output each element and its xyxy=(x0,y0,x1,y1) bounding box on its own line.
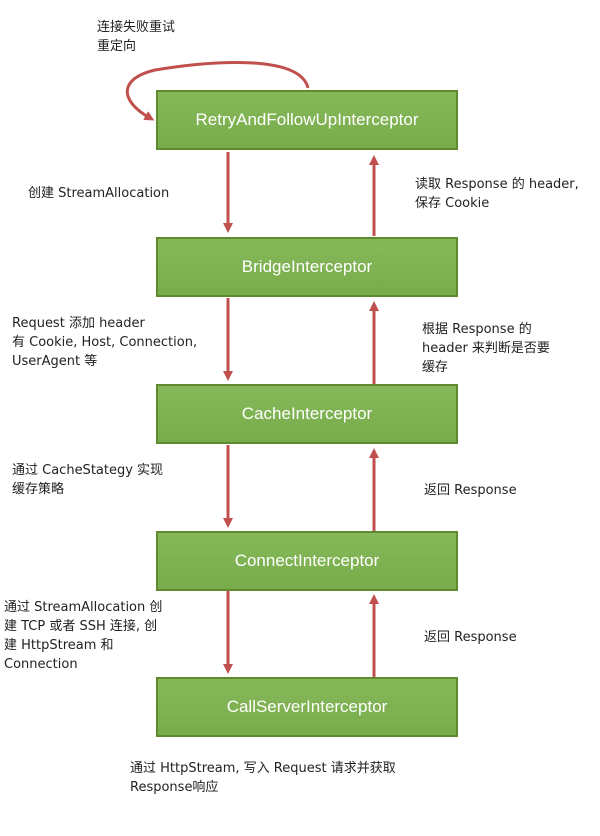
bottom-label: 通过 HttpStream, 写入 Request 请求并获取 Response… xyxy=(130,761,396,795)
retry-follow-up-interceptor-box: RetryAndFollowUpInterceptor xyxy=(156,90,458,150)
up-label-3: 返回 Response xyxy=(424,483,517,498)
down-label-3: 通过 CacheStategy 实现 缓存策略 xyxy=(12,463,164,497)
up-label-2: 根据 Response 的 header 来判断是否要 缓存 xyxy=(422,322,550,375)
retry-loop-arrow xyxy=(125,60,310,121)
retry-loop-label: 连接失败重试 重定向 xyxy=(97,20,176,54)
up-label-4: 返回 Response xyxy=(424,630,517,645)
connect-interceptor-box: ConnectInterceptor xyxy=(156,531,458,591)
down-label-2: Request 添加 header 有 Cookie, Host, Connec… xyxy=(12,316,198,369)
call-server-interceptor-box: CallServerInterceptor xyxy=(156,677,458,737)
bridge-interceptor-box: BridgeInterceptor xyxy=(156,237,458,297)
cache-interceptor-box: CacheInterceptor xyxy=(156,384,458,444)
up-label-1: 读取 Response 的 header, 保存 Cookie xyxy=(415,177,579,211)
down-label-1: 创建 StreamAllocation xyxy=(28,186,170,201)
down-label-4: 通过 StreamAllocation 创 建 TCP 或者 SSH 连接, 创… xyxy=(4,600,163,672)
